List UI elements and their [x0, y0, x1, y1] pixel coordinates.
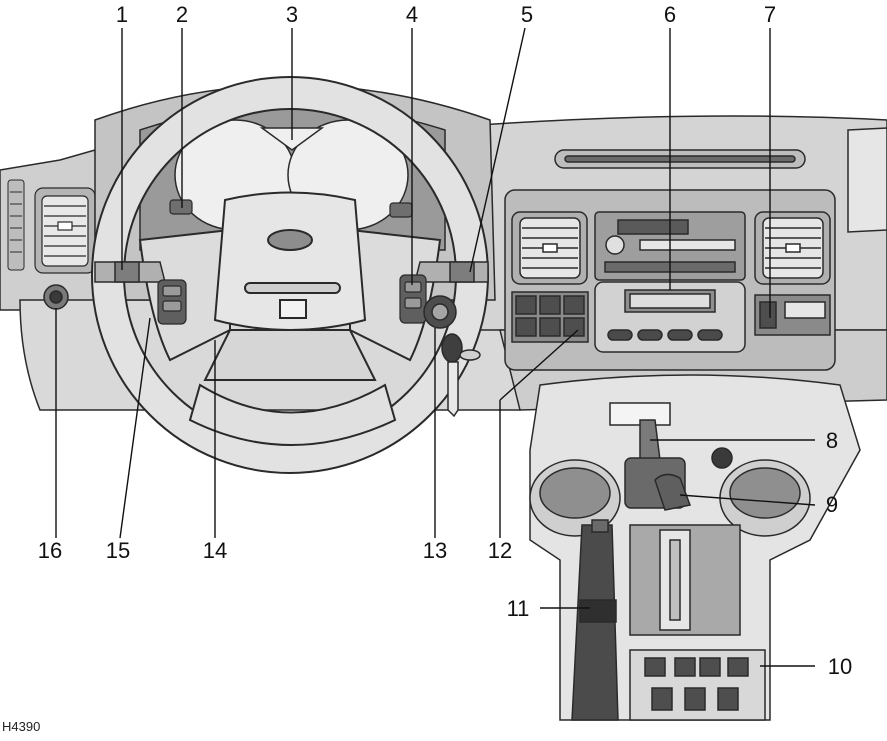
right-stalk — [414, 261, 489, 283]
callout-10: 10 — [828, 654, 852, 679]
right-switch — [389, 202, 413, 218]
callout-7: 7 — [764, 2, 776, 27]
callout-leaders — [55, 27, 816, 667]
callout-4: 4 — [406, 2, 418, 27]
callout-14: 14 — [203, 538, 227, 563]
left-switch — [169, 199, 193, 215]
callout-12: 12 — [488, 538, 512, 563]
callout-labels: 1 2 3 4 5 6 7 8 9 10 11 12 13 14 15 16 — [38, 2, 852, 679]
figure-code: H4390 — [2, 719, 40, 734]
callout-13: 13 — [423, 538, 447, 563]
callout-15: 15 — [106, 538, 130, 563]
callout-2: 2 — [176, 2, 188, 27]
callout-8: 8 — [826, 428, 838, 453]
center-stack — [504, 189, 836, 371]
callout-9: 9 — [826, 492, 838, 517]
left-air-vent — [34, 187, 96, 274]
handbrake-lever — [571, 519, 619, 721]
callout-1: 1 — [116, 2, 128, 27]
callout-11: 11 — [507, 596, 530, 621]
left-spoke-buttons — [157, 279, 187, 325]
callout-5: 5 — [521, 2, 533, 27]
left-vent-strip — [7, 179, 25, 271]
ignition-key — [423, 295, 481, 418]
left-stalk — [94, 261, 166, 283]
callout-6: 6 — [664, 2, 676, 27]
callout-16: 16 — [38, 538, 62, 563]
right-spoke-buttons — [399, 274, 427, 324]
lighting-switch — [43, 284, 69, 310]
callout-3: 3 — [286, 2, 298, 27]
